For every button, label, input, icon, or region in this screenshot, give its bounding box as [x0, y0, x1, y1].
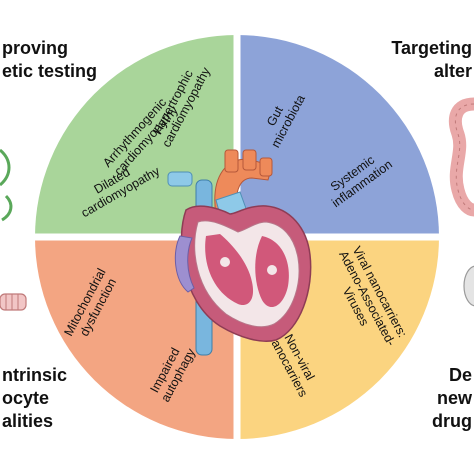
corner-line: ntrinsic	[2, 365, 68, 385]
corner-line: Targeting	[391, 38, 472, 58]
corner-text-top-right: Targeting alter	[391, 37, 472, 83]
corner-text-bottom-right: De new drug	[432, 364, 472, 433]
quadrant-top-right	[237, 35, 439, 237]
dna-icon	[0, 148, 13, 222]
corner-line: proving	[2, 38, 68, 58]
corner-line: De	[448, 365, 472, 385]
corner-text-bottom-left: ntrinsic ocyte alities	[2, 364, 67, 433]
muscle-fiber-icon	[0, 293, 27, 311]
corner-line: ocyte	[2, 388, 50, 408]
corner-line: alities	[2, 411, 54, 431]
capsule-icon	[463, 265, 474, 307]
intestine-icon	[448, 97, 474, 217]
corner-line: drug	[432, 411, 472, 431]
corner-line: alter	[433, 61, 472, 81]
heart-icon	[167, 149, 312, 356]
corner-line: new	[436, 388, 472, 408]
corner-text-top-left: proving etic testing	[2, 37, 97, 83]
corner-line: etic testing	[2, 61, 98, 81]
